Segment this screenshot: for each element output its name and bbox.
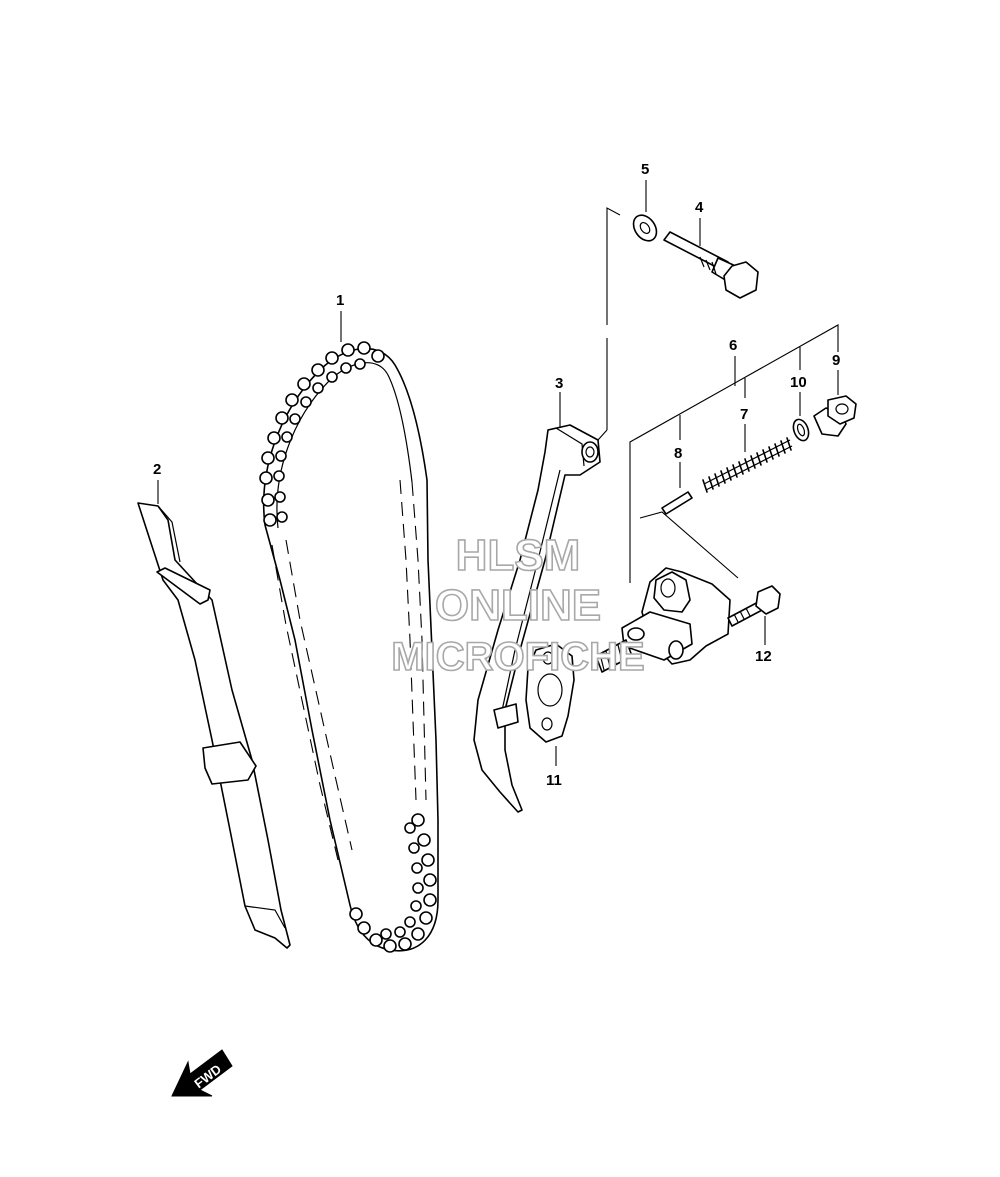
- part-1-cam-chain: [259, 311, 439, 953]
- callout-4: 4: [695, 199, 704, 216]
- part-7-spring: [702, 424, 793, 493]
- callout-3: 3: [555, 375, 563, 392]
- callout-6: 6: [729, 337, 737, 354]
- chain-links-bottom: [349, 813, 437, 953]
- callout-10: 10: [790, 374, 807, 391]
- part-4-pivot-bolt: [663, 218, 759, 299]
- part-9-plug-bolt: [813, 370, 857, 437]
- chain-links-top: [259, 341, 385, 527]
- tensioner-adjuster-body: [595, 567, 731, 673]
- callout-11: 11: [546, 772, 562, 789]
- callout-9: 9: [832, 352, 840, 369]
- part-8-pin: [661, 462, 693, 515]
- watermark-line-3: MICROFICHE: [391, 635, 644, 679]
- fwd-arrow: FWD: [171, 1049, 233, 1097]
- callout-5: 5: [641, 161, 649, 178]
- part-12-bolt: [727, 585, 781, 645]
- callout-1: 1: [336, 292, 344, 309]
- watermark: HLSM ONLINE MICROFICHE: [391, 530, 646, 680]
- part-5-washer: [632, 180, 658, 242]
- callout-7: 7: [740, 406, 748, 423]
- assembly-reference-lines: [597, 207, 839, 583]
- part-11-gasket: [525, 643, 575, 766]
- callout-8: 8: [674, 445, 682, 462]
- part-10-o-ring: [792, 392, 810, 442]
- watermark-line-2: ONLINE: [435, 581, 601, 630]
- part-3-tensioner-guide: [473, 392, 601, 813]
- callout-12: 12: [755, 648, 772, 665]
- watermark-line-1: HLSM: [456, 531, 581, 580]
- part-2-chain-guide: [137, 480, 291, 949]
- callout-2: 2: [153, 461, 161, 478]
